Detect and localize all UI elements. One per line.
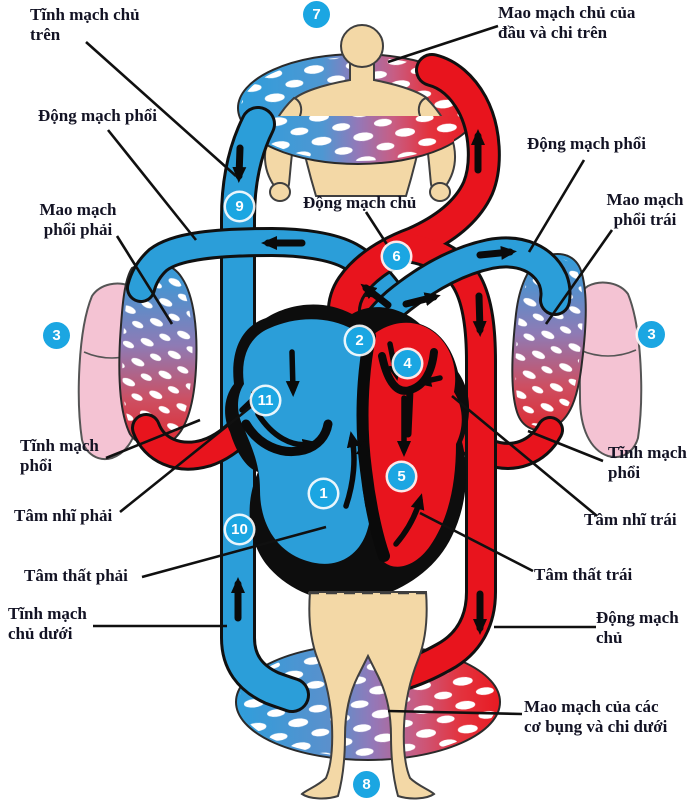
label-inferior-vena-cava: Tĩnh mạch chủ dưới xyxy=(8,604,87,644)
lung-right xyxy=(577,281,643,458)
label-aorta-center: Động mạch chủ xyxy=(303,193,417,212)
marker-6-aorta: 6 xyxy=(383,243,410,270)
label-pulmonary-artery-right: Động mạch phổi xyxy=(527,134,647,153)
label-left-lung-capillaries: Mao mạch phổi trái xyxy=(606,190,684,230)
marker-4-left-atrium: 4 xyxy=(394,350,421,377)
flow-arrows xyxy=(231,129,517,635)
marker-3-lung-right: 3 xyxy=(638,321,665,348)
label-right-lung-capillaries: Mao mạch phổi phải xyxy=(39,200,117,240)
marker-8-lower-body: 8 xyxy=(353,771,380,798)
marker-2-pulmonary-trunk: 2 xyxy=(346,327,373,354)
pointer-lines xyxy=(85,24,614,716)
marker-11-right-atrium: 11 xyxy=(252,387,279,414)
marker-3-lung-left: 3 xyxy=(43,322,70,349)
label-pulmonary-artery-left: Động mạch phổi xyxy=(38,106,158,125)
label-abdominal-capillaries: Mao mạch của các cơ bụng và chi dưới xyxy=(524,697,668,737)
marker-7-upper-body: 7 xyxy=(303,1,330,28)
label-left-atrium: Tâm nhĩ trái xyxy=(584,510,677,529)
label-right-ventricle: Tâm thất phải xyxy=(24,566,128,585)
label-head-capillaries: Mao mạch chủ của đầu và chi trên xyxy=(498,3,636,43)
upper-body-figure xyxy=(264,24,456,202)
label-superior-vena-cava: Tĩnh mạch chủ trên xyxy=(30,5,140,45)
vena-cava-vessel xyxy=(220,106,310,713)
heart-left-side-red xyxy=(361,322,462,567)
label-right-atrium: Tâm nhĩ phải xyxy=(14,506,113,525)
lung-capillaries-left xyxy=(118,261,198,448)
upper-mesh-front-band xyxy=(268,116,454,165)
marker-9-superior-vena-cava: 9 xyxy=(226,193,253,220)
marker-1-right-ventricle: 1 xyxy=(310,480,337,507)
marker-5-left-ventricle: 5 xyxy=(388,463,415,490)
heart xyxy=(225,304,470,603)
head xyxy=(340,24,384,68)
label-pulmonary-vein-left: Tĩnh mạch phổi xyxy=(20,436,99,476)
label-pulmonary-vein-right: Tĩnh mạch phổi xyxy=(608,443,687,483)
label-aorta-right: Động mạch chủ xyxy=(596,608,679,648)
lower-body-figure xyxy=(300,591,436,800)
marker-10-inferior-vena-cava: 10 xyxy=(226,516,253,543)
label-left-ventricle: Tâm thất trái xyxy=(534,565,633,584)
